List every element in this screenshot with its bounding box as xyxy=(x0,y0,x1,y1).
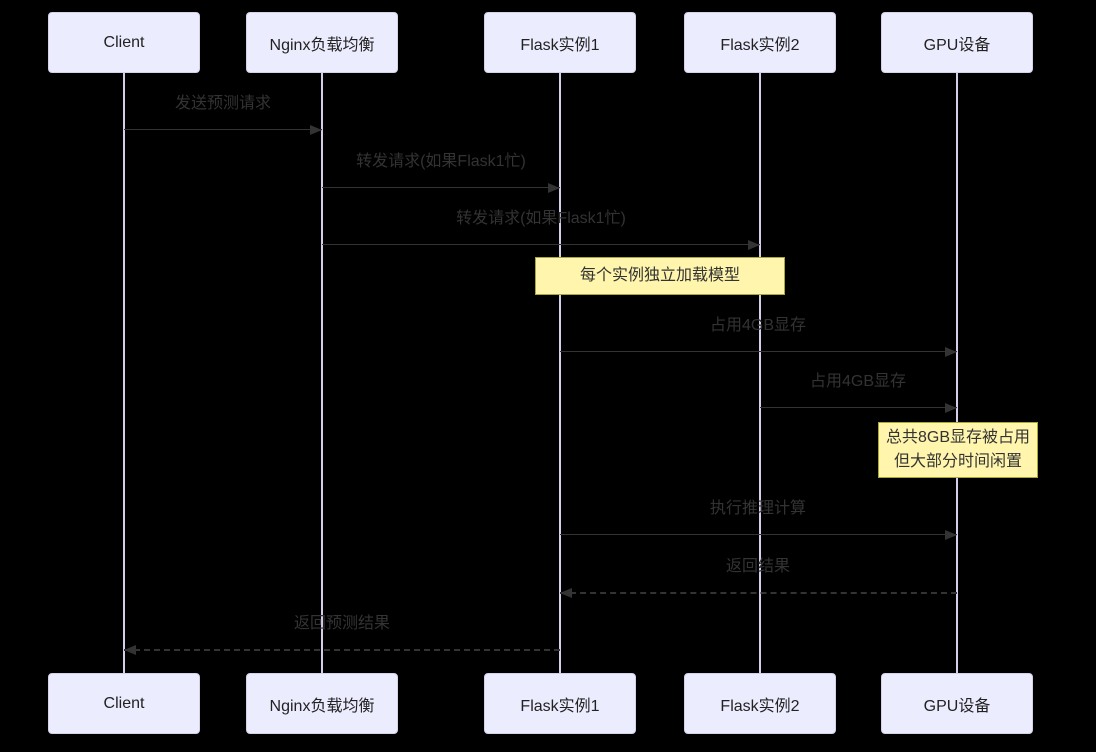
arrowhead-right-icon xyxy=(945,403,957,413)
lifeline-gpu xyxy=(956,73,958,673)
message-label: 占用4GB显存 xyxy=(809,373,907,390)
actor-label: Nginx负载均衡 xyxy=(269,36,375,54)
message-arrow xyxy=(560,534,957,535)
actor-bottom-nginx: Nginx负载均衡 xyxy=(246,673,398,734)
actor-label: Client xyxy=(103,33,145,51)
lifeline-flask1 xyxy=(559,73,561,673)
note-gpu-memory: 总共8GB显存被占用 但大部分时间闲置 xyxy=(878,422,1038,478)
actor-label: Flask实例2 xyxy=(720,36,800,54)
arrowhead-left-icon xyxy=(124,645,136,655)
arrowhead-right-icon xyxy=(945,347,957,357)
note-text: 但大部分时间闲置 xyxy=(893,453,1022,470)
lifeline-flask2 xyxy=(759,73,761,673)
note-model-loading: 每个实例独立加载模型 xyxy=(535,257,785,295)
actor-bottom-client: Client xyxy=(48,673,200,734)
actor-label: Client xyxy=(103,694,145,712)
actor-top-nginx: Nginx负载均衡 xyxy=(246,12,398,73)
message-label: 占用4GB显存 xyxy=(709,317,807,334)
actor-bottom-flask2: Flask实例2 xyxy=(684,673,836,734)
note-text: 总共8GB显存被占用 xyxy=(885,429,1031,446)
message-label: 返回预测结果 xyxy=(293,615,391,632)
arrowhead-left-icon xyxy=(560,588,572,598)
message-arrow xyxy=(124,129,322,130)
actor-top-client: Client xyxy=(48,12,200,73)
arrowhead-right-icon xyxy=(310,125,322,135)
actor-label: GPU设备 xyxy=(923,36,991,54)
note-text: 每个实例独立加载模型 xyxy=(579,267,740,284)
actor-top-gpu: GPU设备 xyxy=(881,12,1033,73)
message-arrow xyxy=(560,592,957,594)
message-arrow xyxy=(124,649,560,651)
message-label: 返回结果 xyxy=(725,558,791,575)
message-arrow xyxy=(322,244,760,245)
actor-label: GPU设备 xyxy=(923,697,991,715)
message-arrow xyxy=(322,187,560,188)
message-arrow xyxy=(560,351,957,352)
message-label: 转发请求(如果Flask1忙) xyxy=(456,210,626,227)
arrowhead-right-icon xyxy=(748,240,760,250)
actor-label: Nginx负载均衡 xyxy=(269,697,375,715)
actor-label: Flask实例1 xyxy=(520,697,600,715)
actor-bottom-gpu: GPU设备 xyxy=(881,673,1033,734)
lifeline-nginx xyxy=(321,73,323,673)
message-label: 转发请求(如果Flask1忙) xyxy=(356,153,526,170)
actor-top-flask1: Flask实例1 xyxy=(484,12,636,73)
arrowhead-right-icon xyxy=(548,183,560,193)
message-label: 发送预测请求 xyxy=(174,95,272,112)
actor-bottom-flask1: Flask实例1 xyxy=(484,673,636,734)
arrowhead-right-icon xyxy=(945,530,957,540)
actor-top-flask2: Flask实例2 xyxy=(684,12,836,73)
actor-label: Flask实例2 xyxy=(720,697,800,715)
message-arrow xyxy=(760,407,957,408)
lifeline-client xyxy=(123,73,125,673)
message-label: 执行推理计算 xyxy=(709,500,807,517)
actor-label: Flask实例1 xyxy=(520,36,600,54)
